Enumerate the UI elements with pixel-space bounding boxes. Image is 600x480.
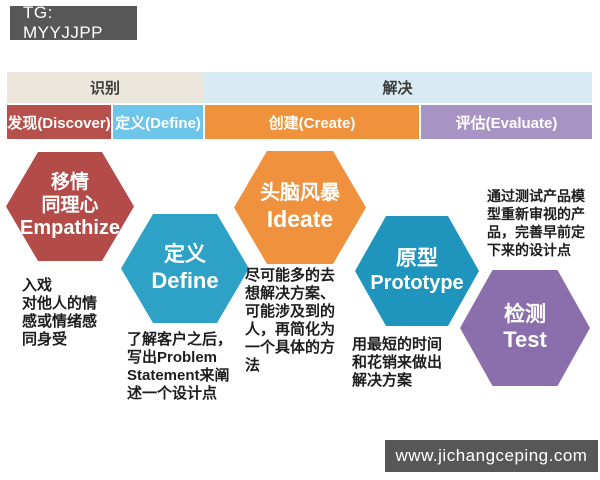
hexagon-prototype-face: 原型 Prototype [355, 216, 479, 326]
phase-discover: 发现(Discover) [7, 105, 111, 139]
hexagon-define: 定义 Define [118, 211, 252, 326]
note-test: 通过测试产品模 型重新审视的产 品，完善早前定 下来的设计点 [487, 188, 585, 258]
stage-title-en: Prototype [370, 271, 464, 294]
stage-title-zh2: 同理心 [41, 194, 99, 216]
stage-title-en: Ideate [266, 205, 334, 232]
phase-identify: 识别 [7, 72, 203, 103]
stage-title-zh: 检测 [504, 302, 546, 326]
phase-define: 定义(Define) [113, 105, 203, 139]
hexagon-test-face: 检测 Test [460, 270, 590, 386]
hexagon-test: 检测 Test [457, 267, 593, 389]
hexagon-empathize-face: 移情 同理心 Empathize [6, 152, 134, 261]
stage-title-zh: 定义 [164, 243, 206, 267]
stage-title-zh: 移情 [50, 172, 89, 194]
note-empathize: 入戏 对他人的情 感或情绪感 同身受 [22, 277, 98, 348]
stage-title-zh: 原型 [396, 246, 438, 270]
watermark-bottom-url: www.jichangceping.com [385, 440, 598, 472]
phase-evaluate: 评估(Evaluate) [421, 105, 592, 139]
stage-title-en: Empathize [19, 217, 121, 240]
hexagon-ideate-face: 头脑风暴 Ideate [234, 151, 366, 264]
note-define: 了解客户之后， 写出Problem Statement来阐 述一个设计点 [127, 331, 233, 402]
stage-title-en: Define [151, 267, 219, 293]
note-ideate: 尽可能多的去 想解决方案、 可能涉及到的 人，再简化为 一个具体的方 法 [245, 267, 336, 374]
phase-create: 创建(Create) [205, 105, 419, 139]
hexagon-ideate: 头脑风暴 Ideate [231, 148, 369, 267]
stage-title-en: Test [503, 327, 547, 353]
note-prototype: 用最短的时间 和花销来做出 解决方案 [352, 336, 443, 389]
hexagon-empathize: 移情 同理心 Empathize [3, 149, 137, 264]
stage-title-zh: 头脑风暴 [260, 182, 340, 205]
hexagon-prototype: 原型 Prototype [352, 213, 482, 329]
phase-solve: 解决 [203, 72, 592, 103]
hexagon-define-face: 定义 Define [121, 214, 249, 323]
watermark-top-badge: TG: MYYJJPP [10, 3, 137, 42]
